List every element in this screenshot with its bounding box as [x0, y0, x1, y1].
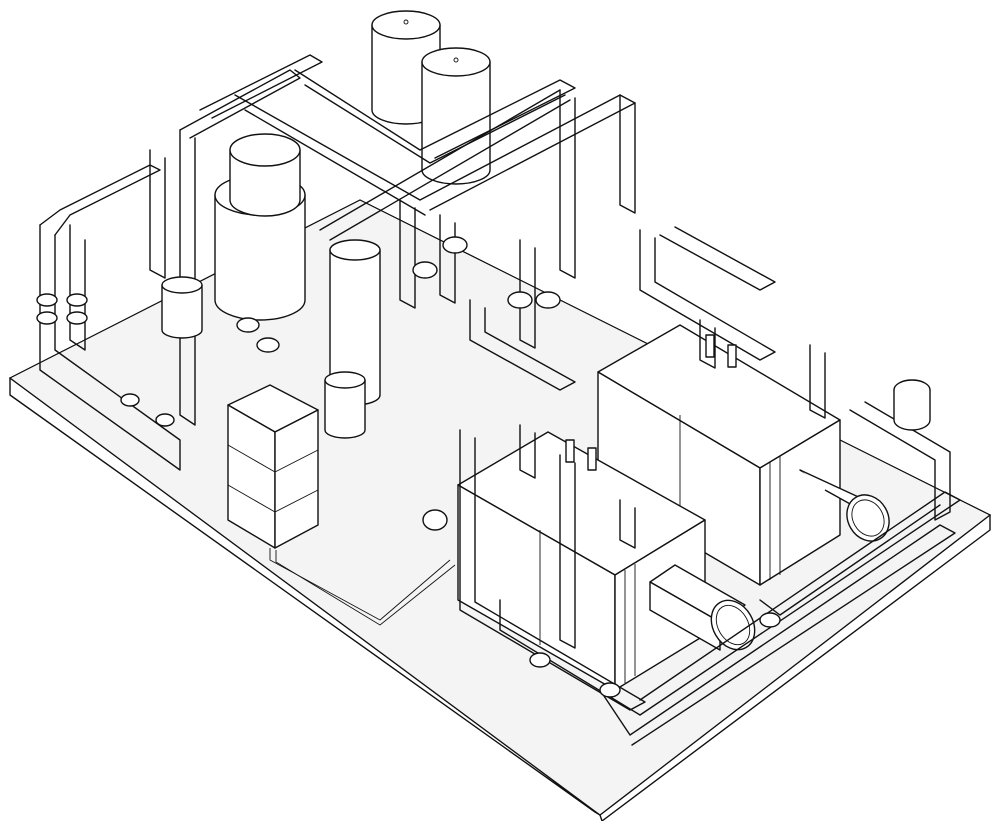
burner-rear: [799, 469, 890, 542]
boiler-pipework: [422, 319, 961, 746]
buffer-vessel: [161, 239, 381, 439]
pump-group: [236, 199, 576, 391]
safety-valves: [565, 334, 737, 471]
burner-front: [649, 564, 756, 651]
left-pipe-loop: [36, 54, 323, 471]
boiler-rear: [597, 324, 841, 586]
header-pipes: [234, 69, 776, 361]
expansion-tank-right: [421, 47, 491, 185]
heat-exchanger: [214, 133, 306, 321]
control-panel: [227, 384, 456, 626]
